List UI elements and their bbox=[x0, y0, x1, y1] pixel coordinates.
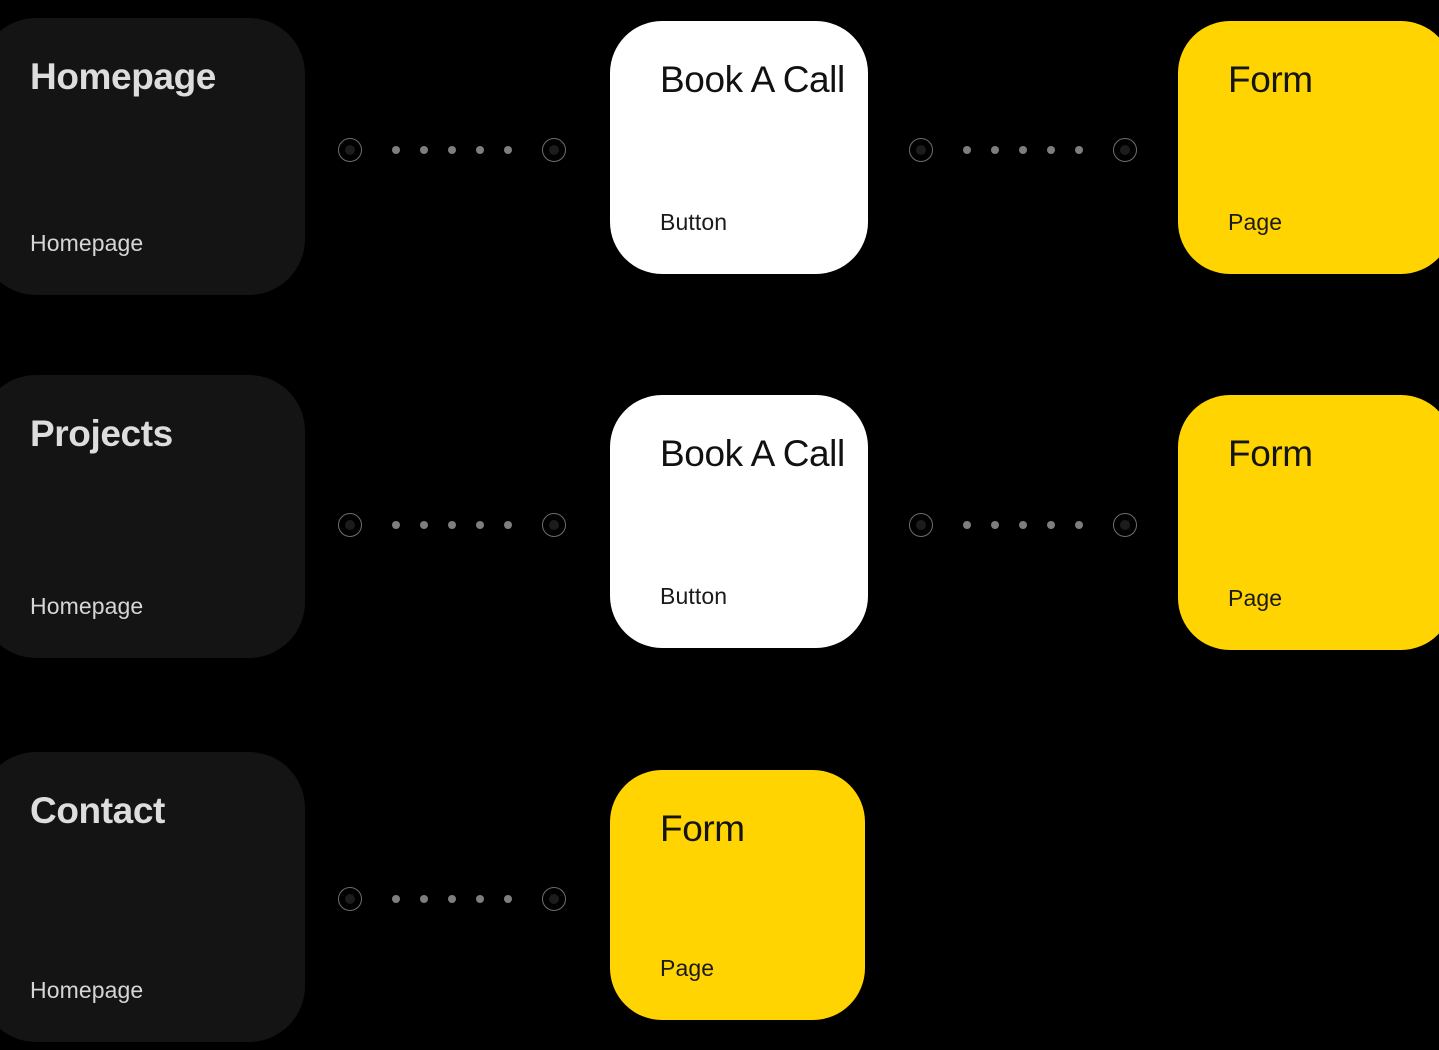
connector-endpoint-end[interactable] bbox=[542, 138, 566, 162]
node-title: Projects bbox=[30, 413, 173, 454]
connector-projects-2[interactable] bbox=[909, 512, 1137, 538]
connector-endpoint-start[interactable] bbox=[338, 138, 362, 162]
connector-contact-1[interactable] bbox=[338, 886, 566, 912]
connector-dot bbox=[991, 521, 999, 529]
connector-endpoint-start[interactable] bbox=[909, 513, 933, 537]
connector-dot bbox=[991, 146, 999, 154]
node-projects-form[interactable]: Form Page bbox=[1178, 395, 1439, 650]
connector-dot bbox=[476, 146, 484, 154]
connector-dots bbox=[933, 512, 1113, 538]
connector-dots bbox=[362, 137, 542, 163]
connector-dot bbox=[1075, 521, 1083, 529]
connector-dot bbox=[448, 146, 456, 154]
connector-endpoint-start[interactable] bbox=[338, 887, 362, 911]
connector-dot bbox=[420, 895, 428, 903]
node-meta: Page bbox=[660, 954, 715, 981]
connector-dot bbox=[1047, 146, 1055, 154]
connector-dots bbox=[362, 886, 542, 912]
connector-dot bbox=[476, 521, 484, 529]
node-meta: Homepage bbox=[30, 229, 144, 256]
connector-endpoint-start[interactable] bbox=[909, 138, 933, 162]
node-title: Form bbox=[1228, 59, 1313, 100]
connector-dot bbox=[448, 895, 456, 903]
connector-dot bbox=[1019, 146, 1027, 154]
connector-dot bbox=[1047, 521, 1055, 529]
node-title: Contact bbox=[30, 790, 165, 831]
connector-endpoint-end[interactable] bbox=[1113, 138, 1137, 162]
connector-dot bbox=[392, 146, 400, 154]
node-meta: Button bbox=[660, 208, 728, 235]
node-meta: Page bbox=[1228, 208, 1283, 235]
node-homepage-button[interactable]: Book A Call Button bbox=[610, 21, 868, 274]
node-homepage-page[interactable]: Homepage Homepage bbox=[0, 18, 305, 295]
node-title: Book A Call bbox=[660, 433, 845, 474]
connector-endpoint-end[interactable] bbox=[542, 513, 566, 537]
node-contact-form[interactable]: Form Page bbox=[610, 770, 865, 1020]
node-meta: Button bbox=[660, 582, 728, 609]
node-contact-page[interactable]: Contact Homepage bbox=[0, 752, 305, 1042]
connector-endpoint-start[interactable] bbox=[338, 513, 362, 537]
node-projects-page[interactable]: Projects Homepage bbox=[0, 375, 305, 658]
node-meta: Homepage bbox=[30, 592, 144, 619]
connector-dot bbox=[392, 895, 400, 903]
node-meta: Page bbox=[1228, 584, 1283, 611]
connector-dot bbox=[448, 521, 456, 529]
connector-endpoint-end[interactable] bbox=[542, 887, 566, 911]
node-projects-button[interactable]: Book A Call Button bbox=[610, 395, 868, 648]
connector-homepage-2[interactable] bbox=[909, 137, 1137, 163]
connector-dot bbox=[504, 521, 512, 529]
connector-dot bbox=[963, 521, 971, 529]
connector-homepage-1[interactable] bbox=[338, 137, 566, 163]
node-title: Book A Call bbox=[660, 59, 845, 100]
connector-dot bbox=[392, 521, 400, 529]
node-title: Form bbox=[1228, 433, 1313, 474]
connector-dot bbox=[963, 146, 971, 154]
connector-dots bbox=[933, 137, 1113, 163]
connector-dot bbox=[1019, 521, 1027, 529]
node-homepage-form[interactable]: Form Page bbox=[1178, 21, 1439, 274]
connector-dot bbox=[420, 521, 428, 529]
connector-dot bbox=[1075, 146, 1083, 154]
connector-dot bbox=[420, 146, 428, 154]
connector-endpoint-end[interactable] bbox=[1113, 513, 1137, 537]
node-title: Homepage bbox=[30, 56, 216, 97]
connector-dots bbox=[362, 512, 542, 538]
connector-dot bbox=[504, 895, 512, 903]
node-title: Form bbox=[660, 808, 745, 849]
connector-dot bbox=[476, 895, 484, 903]
connector-dot bbox=[504, 146, 512, 154]
node-meta: Homepage bbox=[30, 976, 144, 1003]
connector-projects-1[interactable] bbox=[338, 512, 566, 538]
